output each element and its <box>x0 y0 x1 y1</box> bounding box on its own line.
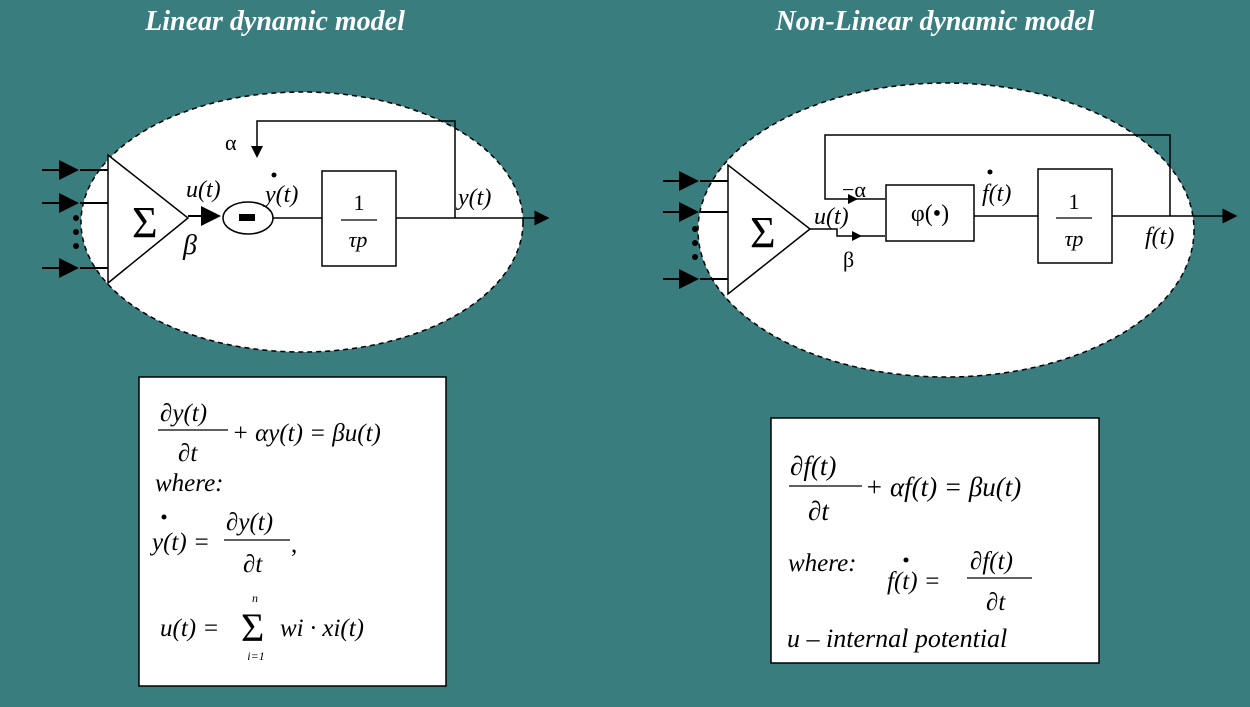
left-eq3-lower-limit: i=1 <box>247 649 264 663</box>
left-eq1-numerator: ∂y(t) <box>160 400 207 427</box>
left-alpha-label: α <box>225 130 237 155</box>
right-fdot-label: f(t) <box>982 181 1011 207</box>
right-where-label: where: <box>788 550 857 577</box>
right-title: Non-Linear dynamic model <box>775 6 1095 37</box>
right-phi-box <box>885 184 975 242</box>
right-eq1-rhs: + αf(t) = βu(t) <box>865 472 1021 502</box>
left-eq3-lhs: u(t) = <box>160 615 219 642</box>
left-equations: ∂y(t) ∂t + αy(t) = βu(t) where: y(t) = ∂… <box>149 400 381 663</box>
left-ydot-dot <box>271 172 277 178</box>
right-input-dots <box>692 226 698 260</box>
right-u-label: u(t) <box>814 204 849 230</box>
right-eq2-numerator: ∂f(t) <box>970 548 1013 575</box>
left-eq2-numerator: ∂y(t) <box>226 509 273 536</box>
right-eq2-denominator: ∂t <box>986 589 1006 616</box>
left-u-label: u(t) <box>186 177 221 203</box>
left-eq3-upper-limit: n <box>252 591 258 605</box>
right-alpha-label: −α <box>842 177 866 202</box>
left-input-arrows <box>42 160 110 278</box>
right-equation-box <box>770 417 1100 664</box>
left-where-label: where: <box>155 470 224 497</box>
right-eq1-denominator: ∂t <box>808 496 830 526</box>
left-eq1-rhs: + αy(t) = βu(t) <box>232 420 381 447</box>
left-sum-triangle <box>107 153 190 285</box>
left-feedback-line <box>256 120 456 218</box>
right-note: u – internal potential <box>787 624 1007 653</box>
left-equation-box <box>138 376 447 687</box>
left-sum-symbol: Σ <box>132 198 158 247</box>
left-y-output-label: y(t) <box>456 185 491 211</box>
right-eq2-dot <box>903 557 909 563</box>
left-eq2-denominator: ∂t <box>243 551 263 578</box>
left-eq3-rhs: wi · xi(t) <box>280 615 364 642</box>
right-sum-symbol: Σ <box>750 208 776 257</box>
right-input-arrows <box>663 171 729 289</box>
left-tf-numerator: 1 <box>354 190 365 215</box>
right-phi-label: φ(•) <box>911 201 949 227</box>
left-eq2-lhs: y(t) = <box>149 529 210 556</box>
left-minus-sign <box>239 214 255 221</box>
left-ellipse <box>80 91 524 353</box>
right-eq1-numerator: ∂f(t) <box>790 451 836 481</box>
right-sum-triangle <box>727 163 812 296</box>
right-fdot-dot <box>987 169 993 175</box>
right-tf-box <box>1037 168 1113 264</box>
right-tf-numerator: 1 <box>1069 189 1080 214</box>
left-ydot-label: y(t) <box>263 182 298 208</box>
right-u-arrowhead <box>852 231 862 241</box>
right-feedback-arrowhead <box>848 194 858 204</box>
left-beta-label: β <box>182 230 197 261</box>
left-feedback-arrowhead <box>251 146 263 158</box>
right-tf-denominator: τp <box>1065 226 1084 251</box>
left-eq2-comma: , <box>291 531 297 558</box>
left-eq2-dot <box>161 514 167 520</box>
left-eq1-denominator: ∂t <box>178 440 198 467</box>
right-equations: ∂f(t) ∂t + αf(t) = βu(t) where: f(t) = ∂… <box>787 451 1032 653</box>
left-tf-denominator: τp <box>349 227 368 252</box>
right-f-output-label: f(t) <box>1145 224 1174 250</box>
left-title: Linear dynamic model <box>144 6 405 37</box>
left-input-dots <box>73 215 79 249</box>
right-eq2-lhs: f(t) = <box>887 568 941 595</box>
right-beta-label: β <box>843 247 854 272</box>
left-eq3-sum: Σ <box>241 605 264 650</box>
right-feedback-line <box>824 134 1171 216</box>
